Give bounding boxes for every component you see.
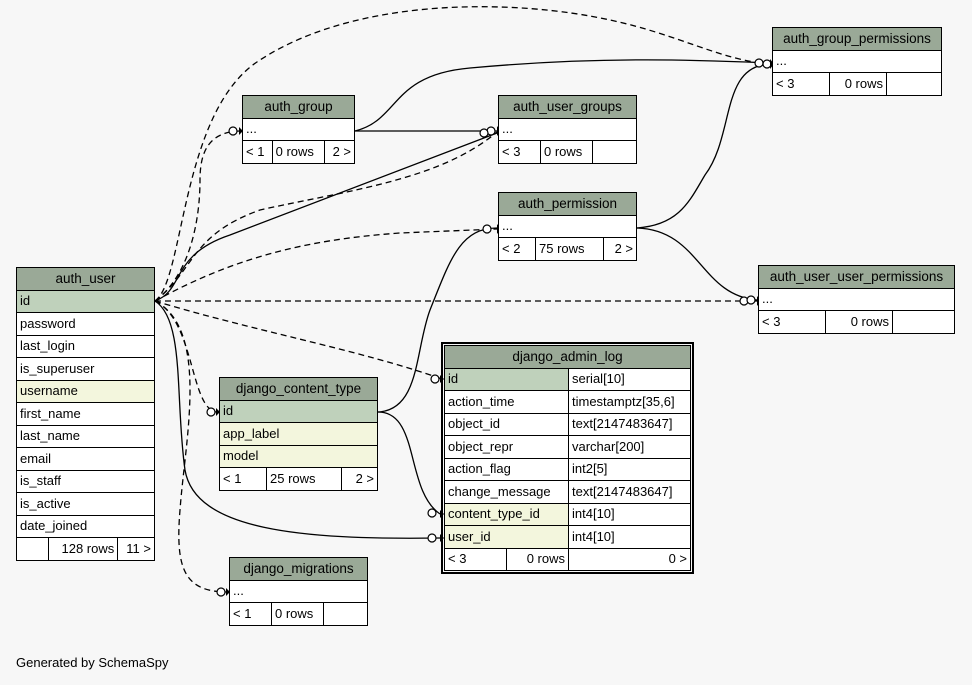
column-type: int4[10] — [568, 502, 691, 526]
stat-parents — [16, 537, 49, 561]
edge-dash-user-migrations — [154, 300, 229, 593]
stat-rows: 0 rows — [271, 140, 326, 164]
table-auth-permission[interactable]: auth_permission ... < 2 75 rows 2 > — [498, 192, 637, 261]
table-header: auth_user_groups — [498, 95, 637, 119]
stat-rows: 0 rows — [506, 547, 569, 571]
column-row: ... — [242, 117, 355, 141]
column-name: content_type_id — [444, 502, 569, 526]
stat-children: 2 > — [603, 237, 637, 261]
stat-rows: 0 rows — [829, 72, 887, 96]
edge-endpoints — [206, 58, 772, 597]
stat-parents: < 3 — [498, 140, 541, 164]
stat-children: 2 > — [340, 467, 379, 491]
column-type: text[2147483647] — [568, 480, 691, 504]
column-row: app_label — [219, 422, 378, 446]
edge-dash-user-contenttype — [154, 300, 218, 413]
stat-parents: < 3 — [444, 547, 507, 571]
column-row: is_superuser — [16, 357, 155, 381]
column-row: ... — [229, 579, 368, 603]
table-auth-user-user-permissions[interactable]: auth_user_user_permissions ... < 3 0 row… — [758, 265, 955, 334]
column-row: is_active — [16, 492, 155, 516]
table-header: auth_group — [242, 95, 355, 119]
table-auth-group-permissions[interactable]: auth_group_permissions ... < 3 0 rows — [772, 27, 942, 96]
column-name: action_flag — [444, 457, 569, 481]
edge-dash-user-grouppermissions — [154, 6, 771, 302]
stat-children — [592, 140, 637, 164]
edge-dash-user-adminlog — [154, 300, 443, 380]
column-row: ... — [498, 117, 637, 141]
stat-children: 2 > — [324, 140, 355, 164]
column-row: first_name — [16, 402, 155, 426]
table-header: django_admin_log — [444, 345, 691, 369]
column-name: object_repr — [444, 435, 569, 459]
stat-parents: < 1 — [219, 467, 267, 491]
generated-by-footer: Generated by SchemaSpy — [16, 655, 169, 670]
column-name: change_message — [444, 480, 569, 504]
edge-group-grouppermissions — [354, 59, 771, 132]
column-name: object_id — [444, 412, 569, 436]
column-name: id — [444, 367, 569, 391]
edge-user-adminlog — [154, 300, 441, 539]
column-row: last_name — [16, 424, 155, 448]
table-header: auth_group_permissions — [772, 27, 942, 51]
table-header: auth_user — [16, 267, 155, 291]
edge-permission-grouppermissions — [636, 63, 771, 229]
column-row: date_joined — [16, 514, 155, 538]
edge-contenttype-adminlog — [377, 411, 441, 515]
column-row: ... — [498, 214, 637, 238]
column-name: user_id — [444, 525, 569, 549]
stat-children — [886, 72, 942, 96]
stat-parents: < 3 — [758, 310, 826, 334]
table-header: django_content_type — [219, 377, 378, 401]
stat-parents: < 1 — [242, 140, 273, 164]
column-type: int4[10] — [568, 525, 691, 549]
column-row: ... — [758, 287, 955, 311]
column-name: action_time — [444, 390, 569, 414]
stat-rows: 128 rows — [47, 537, 119, 561]
stat-parents: < 3 — [772, 72, 830, 96]
stat-children: 11 > — [117, 537, 155, 561]
column-row: ... — [772, 49, 942, 73]
column-row: password — [16, 312, 155, 336]
column-type: timestamptz[35,6] — [568, 390, 691, 414]
column-row: last_login — [16, 334, 155, 358]
edge-permission-userpermissions — [636, 227, 758, 301]
stat-parents: < 1 — [229, 602, 272, 626]
column-type: varchar[200] — [568, 435, 691, 459]
stat-rows: 0 rows — [825, 310, 893, 334]
column-type: int2[5] — [568, 457, 691, 481]
edge-dash-user-group — [154, 130, 241, 302]
table-header: django_migrations — [229, 557, 368, 581]
column-row: model — [219, 444, 378, 468]
stat-rows: 25 rows — [266, 467, 342, 491]
stat-rows: 75 rows — [534, 237, 605, 261]
column-row: email — [16, 447, 155, 471]
column-type: text[2147483647] — [568, 412, 691, 436]
column-row: id — [16, 289, 155, 313]
stat-children — [323, 602, 368, 626]
column-row: username — [16, 379, 155, 403]
table-auth-group[interactable]: auth_group ... < 1 0 rows 2 > — [242, 95, 355, 164]
table-header: auth_user_user_permissions — [758, 265, 955, 289]
column-type: serial[10] — [568, 367, 691, 391]
stat-rows: 0 rows — [540, 140, 593, 164]
table-auth-user[interactable]: auth_user id password last_login is_supe… — [16, 267, 155, 561]
edge-dash-user-permission — [154, 228, 498, 302]
edge-dash-user-usergroups — [154, 131, 498, 302]
stat-parents: < 2 — [498, 237, 536, 261]
table-django-content-type[interactable]: django_content_type id app_label model <… — [219, 377, 379, 491]
column-row: id — [219, 399, 378, 423]
table-header: auth_permission — [498, 192, 637, 216]
table-auth-user-groups[interactable]: auth_user_groups ... < 3 0 rows — [498, 95, 637, 164]
stat-rows: 0 rows — [271, 602, 324, 626]
column-row: is_staff — [16, 469, 155, 493]
table-django-migrations[interactable]: django_migrations ... < 1 0 rows — [229, 557, 368, 626]
edge-contenttype-permission — [377, 227, 498, 413]
stat-children — [892, 310, 955, 334]
stat-children: 0 > — [568, 547, 691, 571]
